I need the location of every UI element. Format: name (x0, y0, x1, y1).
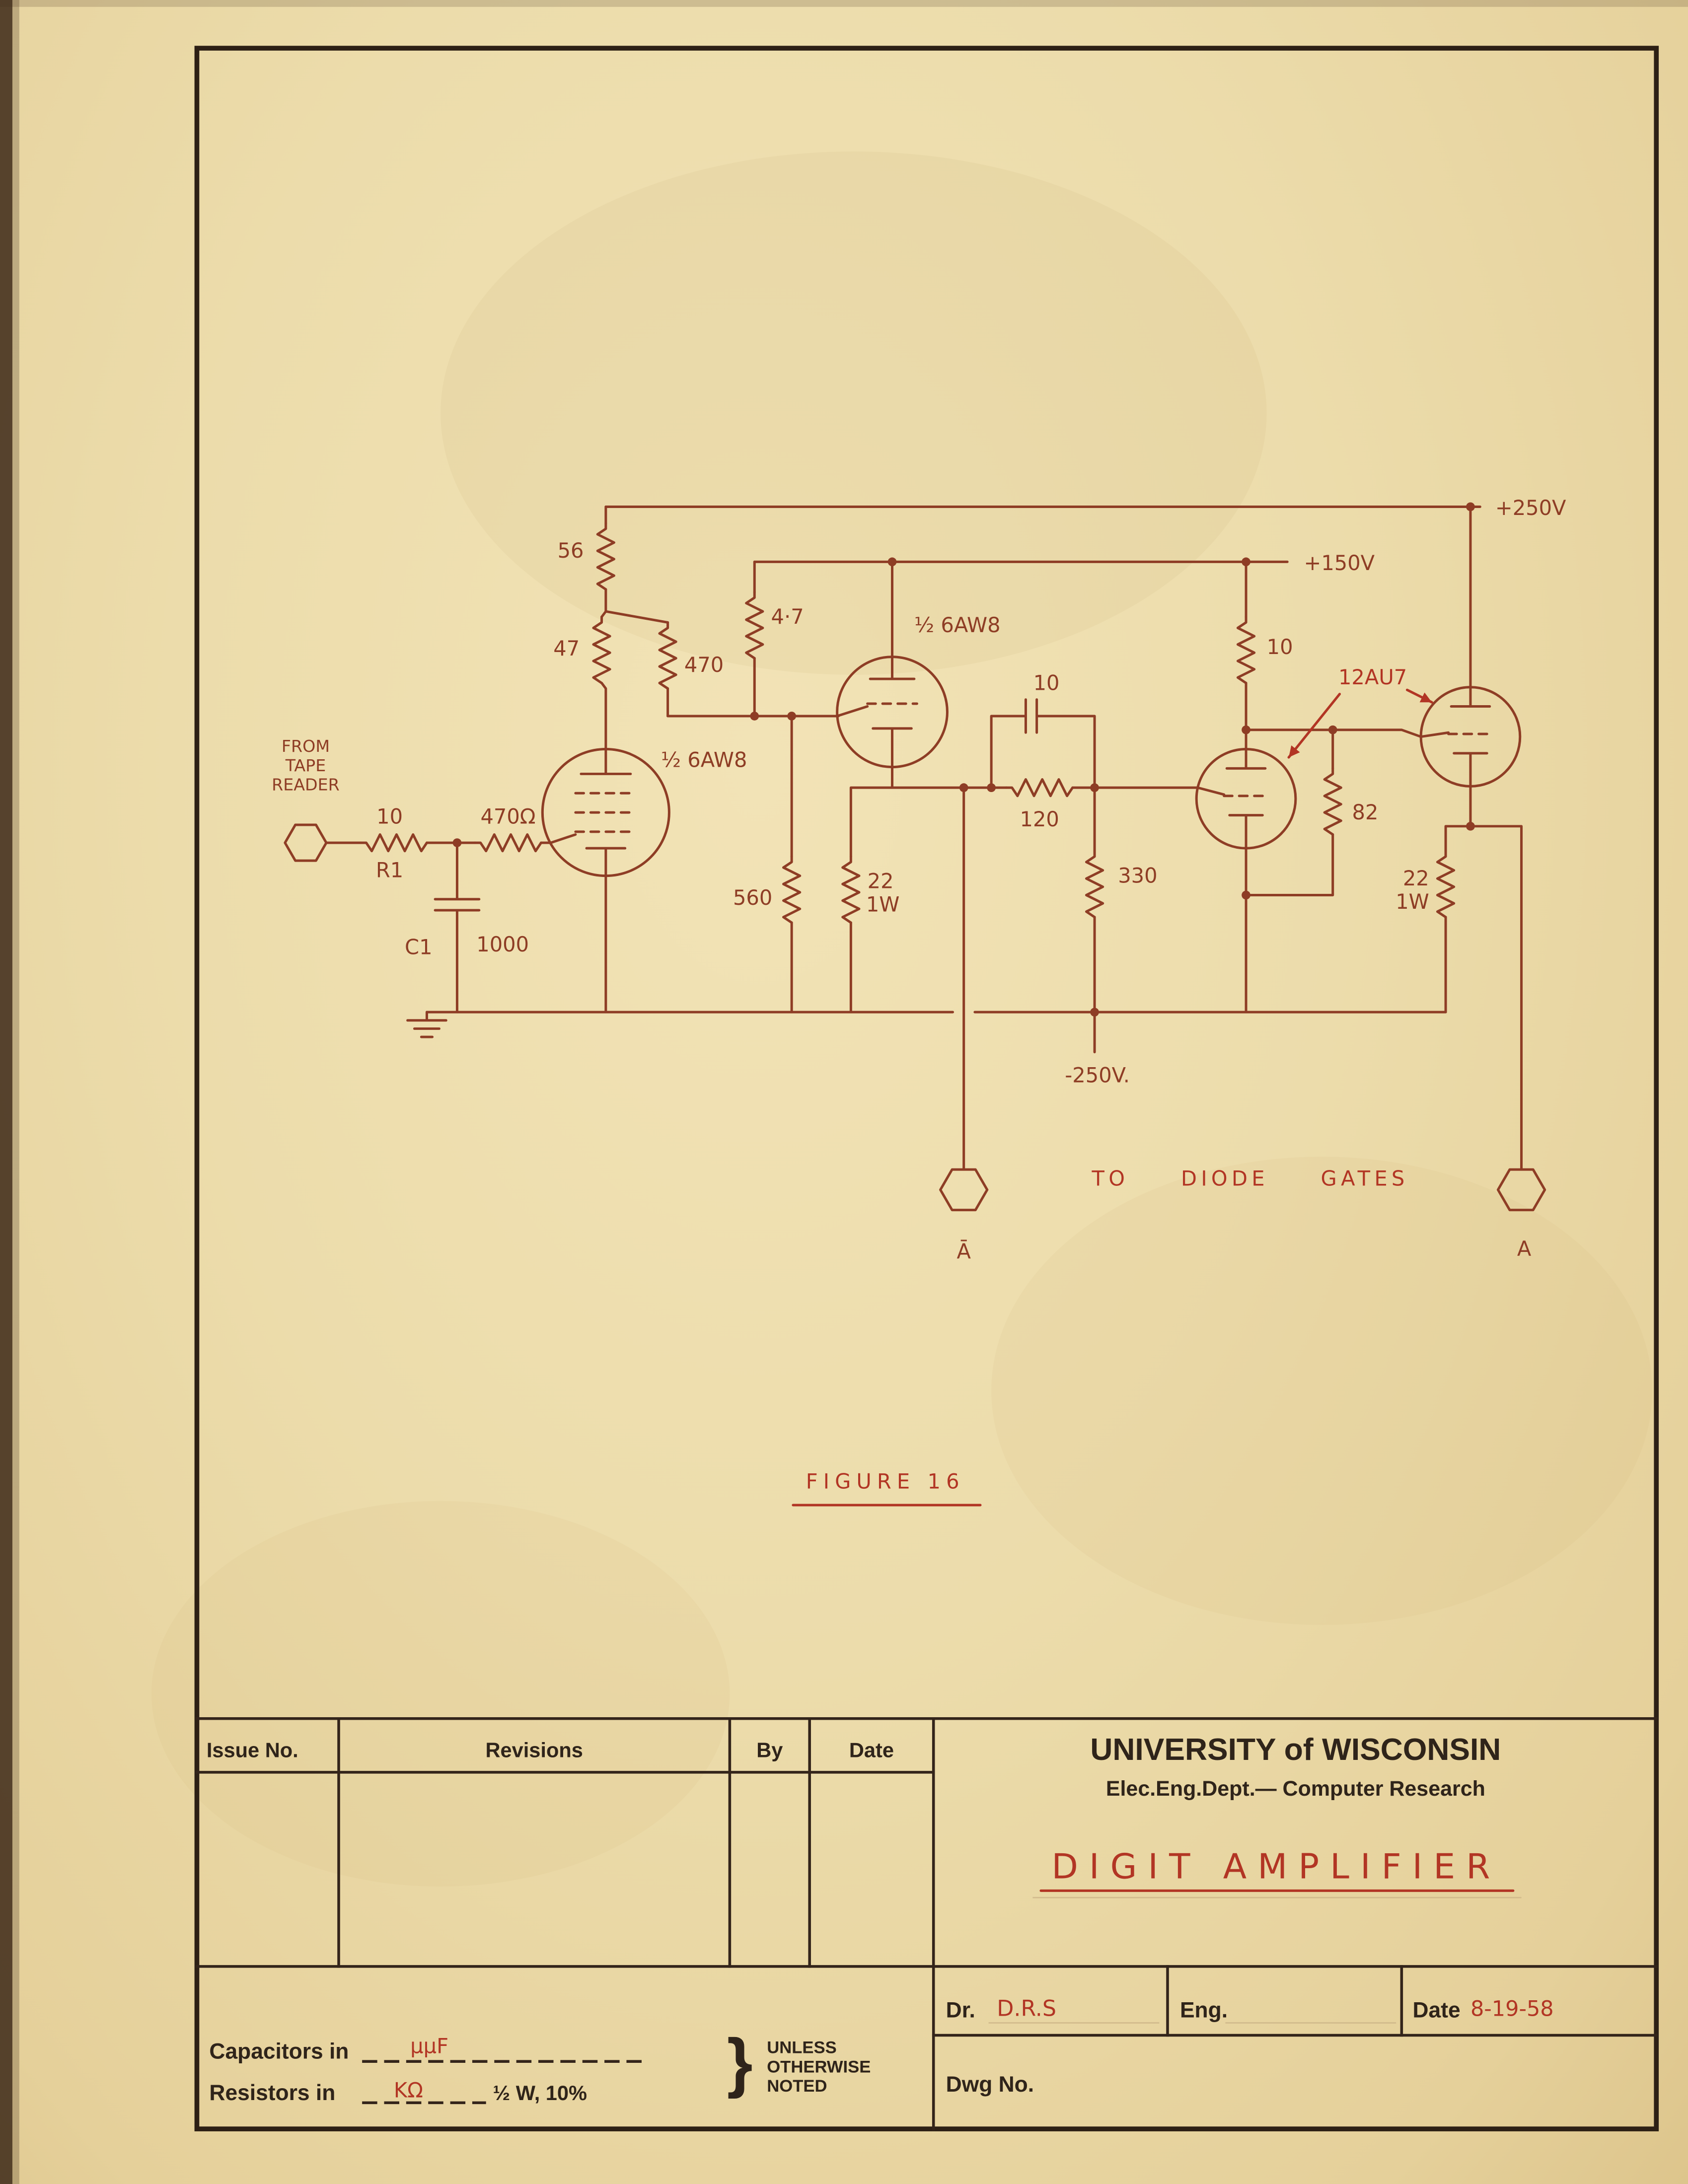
label-r330: 330 (1118, 863, 1157, 887)
resistor-82 (1324, 768, 1341, 834)
issue-no-header: Issue No. (207, 1738, 298, 1761)
revisions-header: Revisions (486, 1738, 583, 1761)
form-guide-lines (988, 1896, 1522, 2024)
label-r22-left-watt: 1W (866, 892, 900, 917)
label-from: FROM (282, 736, 330, 756)
resistor-330 (1086, 851, 1102, 917)
label-coupling-cap: 10 (1033, 670, 1060, 695)
label-tube2: ½ 6AW8 (914, 613, 1001, 637)
label-tube3-12au7: 12AU7 (1338, 665, 1407, 689)
label-plus150v: +150V (1304, 551, 1375, 575)
tube-6aw8-stage2 (836, 655, 949, 769)
university-title: UNIVERSITY of WISCONSIN (1090, 1733, 1501, 1767)
resistor-22-left (843, 857, 859, 923)
figure-caption: FIGURE 16 (806, 1469, 965, 1494)
label-output-abar: Ā (956, 1239, 971, 1264)
label-to-diode-gates: TO DIODE GATES (1092, 1166, 1409, 1191)
brace-glyph: } (727, 2026, 753, 2099)
resistors-spec: ½ W, 10% (493, 2081, 587, 2105)
date-header: Date (849, 1738, 894, 1761)
circuit-wiring (325, 505, 1523, 1170)
label-reader: READER (272, 775, 340, 795)
label-minus250v: -250V. (1065, 1063, 1130, 1088)
input-terminal (284, 823, 328, 862)
resistor-10-right (1238, 617, 1254, 683)
engineer-label: Eng. (1180, 1998, 1228, 2022)
capacitors-label: Capacitors in (209, 2039, 349, 2064)
label-r1-name: R1 (376, 858, 403, 882)
tubes (541, 655, 1522, 877)
resistors-unit-value: KΩ (394, 2078, 423, 2102)
resistors-label: Resistors in (209, 2081, 335, 2105)
label-r22-right-watt: 1W (1395, 889, 1429, 914)
drawn-by-label: Dr. (946, 1998, 975, 2022)
resistor-r1 (361, 834, 427, 851)
label-r4p7: 4·7 (771, 604, 804, 629)
label-r56: 56 (558, 538, 584, 563)
label-r470: 470 (684, 653, 724, 677)
label-r47: 47 (553, 636, 580, 660)
label-470ohm: 470Ω (480, 804, 535, 828)
note-unless: UNLESS (767, 2038, 837, 2057)
resistor-22-right (1437, 851, 1454, 917)
border-frame (194, 46, 1659, 2131)
drawing-title: DIGIT AMPLIFIER (1051, 1847, 1501, 1887)
note-noted: NOTED (767, 2077, 827, 2096)
label-r22-right: 22 (1403, 866, 1429, 890)
label-r560: 560 (733, 885, 772, 910)
output-terminal-a (1496, 1168, 1546, 1212)
label-c1-value: 1000 (476, 932, 529, 956)
output-terminal-abar (939, 1168, 989, 1212)
capacitor-c1 (434, 841, 481, 1014)
tube-pointer-arrows (1287, 688, 1433, 759)
label-r1-value: 10 (376, 804, 403, 828)
tube-12au7-left (1195, 748, 1297, 850)
ground-symbol (406, 1011, 447, 1038)
terminals (284, 823, 1546, 1212)
resistor-560 (784, 857, 800, 923)
label-r10-right: 10 (1267, 635, 1293, 659)
date-field-value: 8-19-58 (1470, 1997, 1554, 2022)
label-r82: 82 (1352, 800, 1379, 824)
arrow-to-left-triode (1287, 693, 1341, 759)
capacitors-unit-value: μμF (410, 2034, 448, 2058)
tube-12au7-right (1419, 686, 1522, 788)
label-r22-left: 22 (868, 869, 894, 893)
drawn-by-value: D.R.S (997, 1996, 1056, 2022)
label-tube1: ½ 6AW8 (661, 748, 747, 772)
label-tape: TAPE (285, 756, 326, 775)
schematic-labels: +250V +150V -250V. FROM TAPE READER 10 R… (272, 496, 1566, 1507)
by-header: By (756, 1738, 783, 1761)
junction-dots (452, 502, 1475, 1017)
resistor-120 (1007, 780, 1073, 796)
dwg-no-label: Dwg No. (946, 2072, 1034, 2097)
label-plus250v: +250V (1495, 496, 1566, 520)
label-c1-name: C1 (405, 935, 432, 959)
title-block-rules (195, 1717, 1658, 2130)
label-r120: 120 (1020, 807, 1059, 831)
resistor-470ohm-grid (475, 834, 541, 851)
title-block: Issue No. Revisions By Date UNIVERSITY o… (195, 1717, 1658, 2130)
coupling-capacitor (990, 698, 1096, 789)
resistor-47 (593, 617, 610, 683)
department-line: Elec.Eng.Dept.— Computer Research (1106, 1777, 1485, 1801)
label-output-a: A (1517, 1237, 1532, 1261)
tube-6aw8-stage1 (541, 748, 670, 877)
date-field-label: Date (1413, 1998, 1461, 2022)
arrow-to-right-triode (1405, 688, 1433, 704)
scan-edge-left (0, 0, 12, 2184)
note-otherwise: OTHERWISE (767, 2057, 871, 2076)
